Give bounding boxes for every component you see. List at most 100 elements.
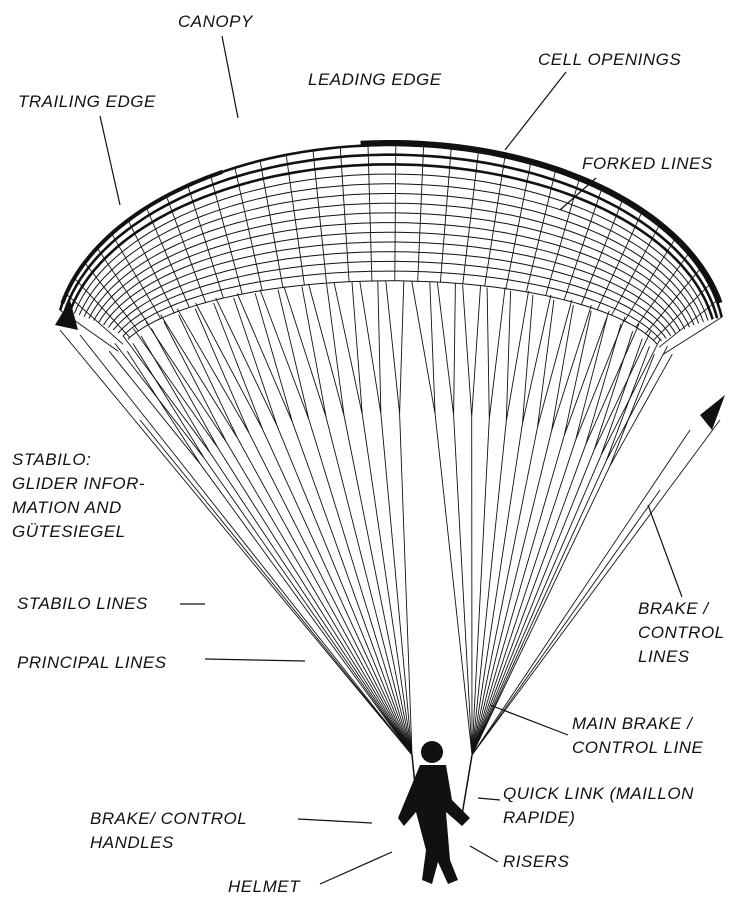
label-cell-openings: CELL OPENINGS — [538, 48, 681, 72]
brake-line — [472, 420, 720, 755]
label-principal-lines: PRINCIPAL LINES — [17, 651, 167, 675]
forked-line — [260, 290, 309, 420]
cell-rib — [260, 161, 283, 288]
forked-line — [538, 300, 572, 427]
principal-line — [218, 448, 412, 755]
canopy-arc — [108, 242, 675, 334]
principal-line — [293, 423, 412, 755]
canopy-arc — [128, 281, 657, 344]
label-brake-control-lines: BRAKE / CONTROL LINES — [638, 597, 725, 669]
cell-rib — [235, 168, 262, 291]
principal-line — [249, 434, 412, 755]
stabilo-line — [140, 420, 412, 755]
forked-line — [412, 282, 435, 415]
label-main-brake-2: CONTROL LINE — [572, 736, 703, 760]
cell-rib — [564, 190, 601, 300]
canopy-arc — [118, 261, 666, 338]
forked-line — [586, 324, 639, 445]
label-handles-1: BRAKE/ CONTROL — [90, 807, 247, 831]
label-stabilo-lines: STABILO LINES — [17, 592, 148, 616]
principal-line — [472, 440, 576, 755]
cell-rib — [581, 201, 622, 305]
label-brake-control-lines-3: LINES — [638, 645, 725, 669]
cell-rib — [612, 226, 659, 315]
label-stabilo-line-2: GLIDER INFOR- — [12, 472, 145, 496]
forked-line — [360, 281, 381, 414]
canopy-arc — [99, 223, 685, 330]
label-risers: RISERS — [503, 850, 569, 874]
label-main-brake-control-line: MAIN BRAKE / CONTROL LINE — [572, 712, 703, 760]
forked-line — [606, 346, 667, 460]
leader-line — [648, 505, 682, 597]
principal-line — [472, 461, 606, 755]
label-trailing-edge: TRAILING EDGE — [18, 90, 156, 114]
label-stabilo-line-1: STABILO: — [12, 448, 145, 472]
principal-line — [472, 445, 586, 755]
forked-line — [487, 288, 505, 419]
cell-rib — [166, 196, 205, 303]
label-stabilo-line-4: GÜTESIEGEL — [12, 520, 145, 544]
label-stabilo: STABILO: GLIDER INFOR- MATION AND GÜTESI… — [12, 448, 145, 544]
forked-line — [610, 354, 673, 466]
leader-line — [478, 798, 500, 800]
forked-line — [594, 331, 651, 450]
label-brake-control-handles: BRAKE/ CONTROL HANDLES — [90, 807, 247, 855]
leader-line — [205, 659, 305, 661]
pilot-figure — [398, 741, 472, 884]
label-stabilo-line-3: MATION AND — [12, 496, 145, 520]
label-brake-control-lines-1: BRAKE / — [638, 597, 725, 621]
leader-line — [100, 116, 120, 205]
forked-line — [237, 293, 292, 422]
label-forked-lines: FORKED LINES — [582, 152, 713, 176]
label-leading-edge: LEADING EDGE — [308, 68, 442, 92]
label-helmet: HELMET — [228, 875, 300, 899]
leader-line — [470, 846, 498, 862]
leader-line — [298, 819, 372, 823]
riser-right — [462, 755, 472, 815]
label-handles-2: HANDLES — [90, 831, 247, 855]
cell-rib — [463, 152, 479, 284]
cell-rib — [645, 269, 700, 334]
principal-line — [263, 430, 412, 755]
forked-line — [506, 291, 528, 421]
leader-line — [505, 72, 566, 150]
principal-line — [472, 421, 506, 755]
cell-rib — [526, 171, 555, 292]
cell-rib — [506, 164, 531, 289]
forked-line — [115, 343, 205, 458]
principal-line — [472, 455, 601, 755]
canopy-arc — [89, 203, 694, 325]
cell-rib — [211, 176, 243, 294]
label-brake-control-lines-2: CONTROL — [638, 621, 725, 645]
principal-line — [201, 464, 413, 755]
principal-line — [472, 431, 552, 755]
cell-rib — [286, 155, 304, 285]
forked-line — [216, 298, 277, 426]
label-quick-link-1: QUICK LINK (MAILLON — [503, 782, 694, 806]
forked-line — [437, 283, 455, 415]
principal-line — [435, 414, 472, 755]
principal-line — [326, 418, 412, 755]
forked-line — [161, 315, 238, 438]
principal-line — [472, 424, 522, 755]
canopy-arc — [123, 271, 662, 341]
principal-line — [238, 438, 413, 755]
pilot-body — [398, 765, 470, 884]
principal-line — [454, 415, 472, 755]
forked-line — [463, 285, 481, 417]
forked-line — [284, 286, 326, 417]
suspension-lines — [60, 281, 720, 755]
forked-line — [133, 329, 218, 448]
helmet-shape — [421, 741, 443, 763]
label-main-brake-1: MAIN BRAKE / — [572, 712, 703, 736]
label-quick-link-2: RAPIDE) — [503, 806, 694, 830]
leader-line — [320, 852, 392, 884]
label-quick-link: QUICK LINK (MAILLON RAPIDE) — [503, 782, 694, 830]
label-canopy: CANOPY — [178, 10, 253, 34]
principal-line — [472, 450, 594, 755]
cell-rib — [485, 157, 505, 286]
leader-line — [222, 36, 238, 118]
principal-line — [227, 443, 412, 755]
forked-line — [386, 281, 404, 414]
